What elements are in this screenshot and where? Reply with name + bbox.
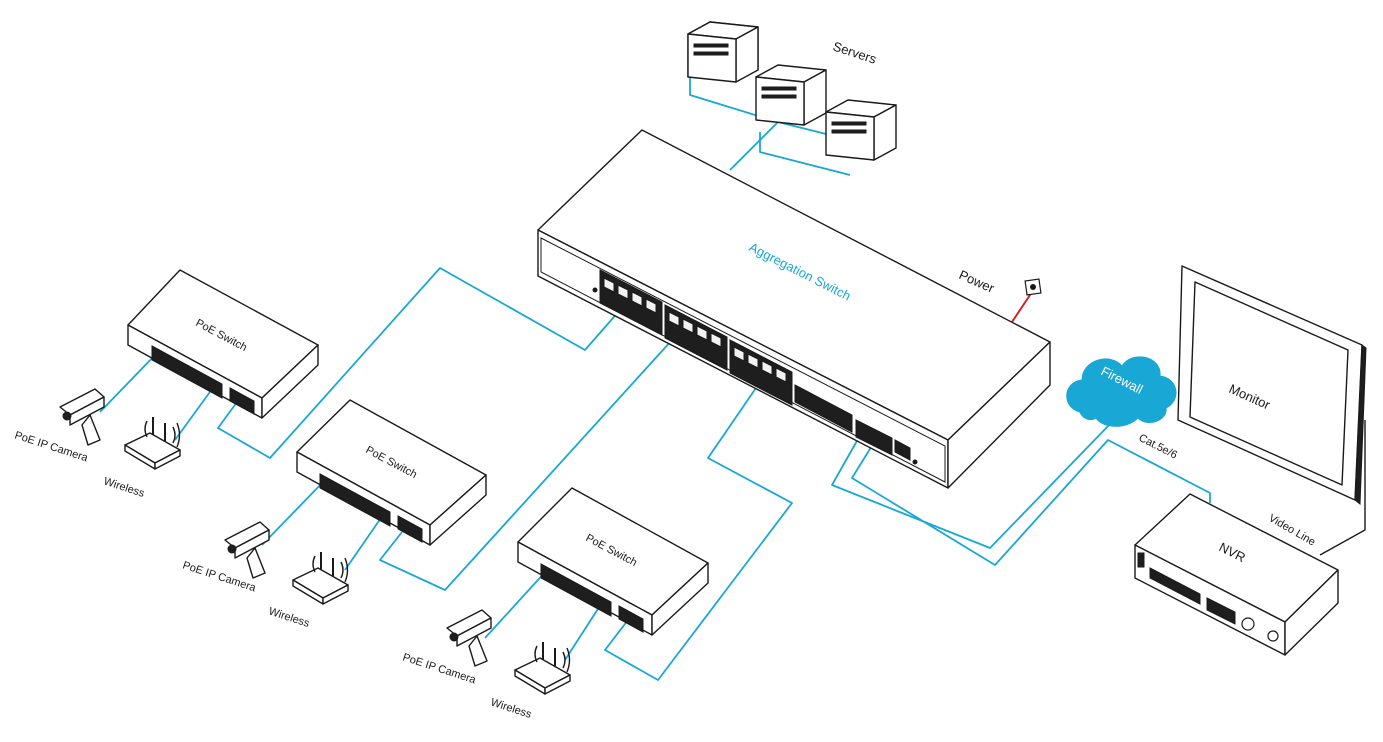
- firewall-cloud-icon: Firewall: [1066, 356, 1177, 427]
- wireless-label: Wireless: [489, 696, 533, 721]
- poe-group-2: PoE Switch PoE IP Camera Wireless: [181, 399, 487, 630]
- servers: Servers: [687, 21, 897, 161]
- poe-switch-1: PoE Switch: [127, 269, 319, 419]
- ip-camera-icon: [224, 521, 270, 579]
- wireless-router-icon: [292, 552, 349, 605]
- server-icon: [687, 21, 759, 83]
- poe-switch-3: PoE Switch: [517, 487, 709, 636]
- cable-firewall: [831, 421, 1113, 549]
- poe-group-1: PoE Switch PoE IP Camera Wireless: [13, 269, 319, 500]
- poe-camera-label: PoE IP Camera: [401, 651, 478, 686]
- cable-power: [1011, 291, 1033, 323]
- ip-camera-icon: [446, 609, 492, 667]
- cable-video-line: [1319, 420, 1366, 556]
- server-icon: [825, 99, 897, 161]
- nvr: NVR: [1134, 493, 1339, 656]
- aggregation-switch: Aggregation Switch Power: [537, 129, 1051, 489]
- wireless-label: Wireless: [267, 605, 311, 630]
- cable-camera2: [261, 479, 326, 546]
- cable-wireless2: [344, 514, 384, 571]
- cable-switch2-uplink: [379, 339, 673, 591]
- cable-switch3-uplink: [604, 384, 793, 681]
- poe-switch-2: PoE Switch: [296, 399, 487, 546]
- cable-server-3: [759, 132, 851, 176]
- poe-camera-label: PoE IP Camera: [13, 429, 90, 464]
- switch-ports: [592, 269, 918, 465]
- ip-camera-icon: [59, 388, 105, 446]
- cable-server-1: [689, 78, 779, 171]
- poe-camera-label: PoE IP Camera: [181, 559, 258, 594]
- cable-switch1-uplink: [217, 267, 621, 459]
- wireless-label: Wireless: [102, 475, 146, 500]
- wireless-router-icon: [514, 642, 571, 695]
- cable-camera3: [484, 569, 548, 639]
- power-label: Power: [957, 267, 997, 296]
- cat-label: Cat.5e/6: [1137, 432, 1180, 462]
- wireless-router-icon: [124, 417, 181, 470]
- server-icon: [755, 64, 827, 126]
- cable-camera1: [99, 351, 159, 413]
- servers-label: Servers: [831, 39, 879, 67]
- monitor: Monitor: [1177, 265, 1367, 506]
- cable-nvr: [851, 435, 1211, 566]
- cable-wireless1: [174, 384, 216, 441]
